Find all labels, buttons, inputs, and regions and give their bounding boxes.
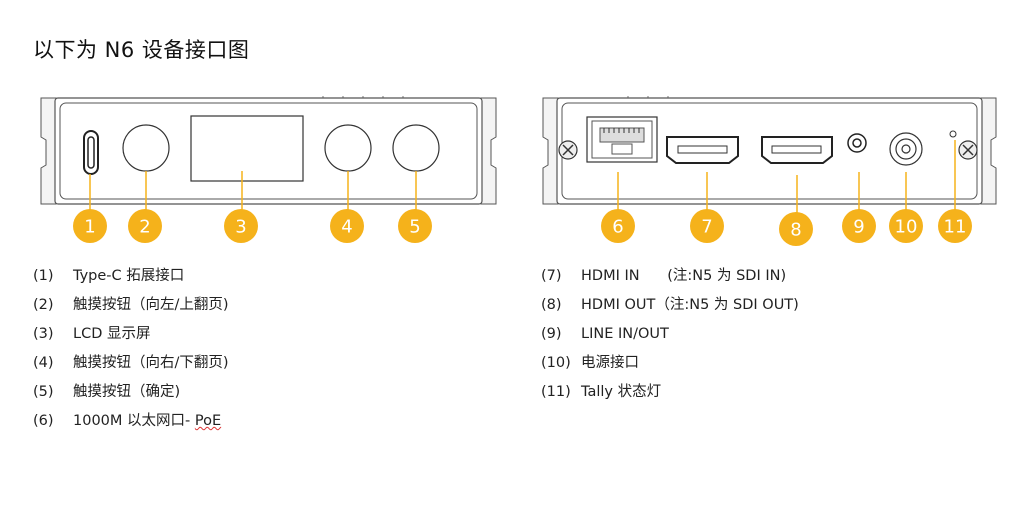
page-title: 以下为 N6 设备接口图 [33,38,250,62]
hdmi-in-port [666,136,739,164]
badge-label: 7 [701,217,712,238]
badge-3: 3 [224,209,258,243]
leader-lines [89,140,956,213]
item-number: (11) [541,384,571,400]
ethernet-port [586,116,658,163]
badge-label: 11 [944,217,967,238]
touch-button-left [122,124,170,172]
item-text: 电源接口 [581,355,639,371]
hdmi-out-port [761,136,833,164]
item-text: 触摸按钮（向右/下翻页) [73,355,229,371]
badge-7: 7 [690,209,724,243]
item-number: (6) [33,413,54,429]
badge-label: 4 [341,217,352,238]
badge-2: 2 [128,209,162,243]
item-number: (1) [33,268,54,284]
tally-led [949,130,957,138]
item-text: LCD 显示屏 [73,326,151,342]
badge-label: 3 [235,217,246,238]
badge-label: 1 [84,217,95,238]
badge-5: 5 [398,209,432,243]
item-text: Tally 状态灯 [581,384,662,400]
front-panel [40,96,497,205]
badge-label: 6 [612,217,623,238]
screw-left [558,140,578,160]
badge-9: 9 [842,209,876,243]
badge-label: 9 [853,217,864,238]
item-number: (8) [541,297,562,313]
callout-badges: 1 2 3 4 5 6 7 8 9 10 11 [73,209,972,246]
item-text: 触摸按钮（向左/上翻页) [73,297,229,313]
badge-label: 5 [409,217,420,238]
lcd-screen [190,115,304,182]
item-text: Type-C 拓展接口 [73,268,185,284]
badge-6: 6 [601,209,635,243]
item-text-tail: PoE [194,413,222,429]
item-number: (10) [541,355,571,371]
item-text: 1000M 以太网口- [73,413,195,429]
touch-button-ok [392,124,440,172]
line-in-out-port [847,133,867,153]
item-text: 触摸按钮（确定) [73,384,181,400]
item-number: (2) [33,297,54,313]
touch-button-right [324,124,372,172]
badge-8: 8 [779,212,813,246]
badge-11: 11 [938,209,972,243]
item-text: HDMI IN (注:N5 为 SDI IN) [581,268,787,284]
rear-panel [542,96,997,205]
badge-label: 2 [139,217,150,238]
badge-10: 10 [889,209,923,243]
badge-1: 1 [73,209,107,243]
item-text-wrapper: 1000M 以太网口- PoE [73,407,221,436]
item-text: LINE IN/OUT [581,326,669,342]
item-number: (7) [541,268,562,284]
power-port [889,132,923,166]
badge-4: 4 [330,209,364,243]
item-text: HDMI OUT（注:N5 为 SDI OUT) [581,297,799,313]
screw-right [958,140,978,160]
item-number: (4) [33,355,54,371]
item-number: (9) [541,326,562,342]
badge-label: 8 [790,220,801,241]
type-c-port [83,130,99,175]
badge-label: 10 [895,217,918,238]
item-number: (3) [33,326,54,342]
item-number: (5) [33,384,54,400]
